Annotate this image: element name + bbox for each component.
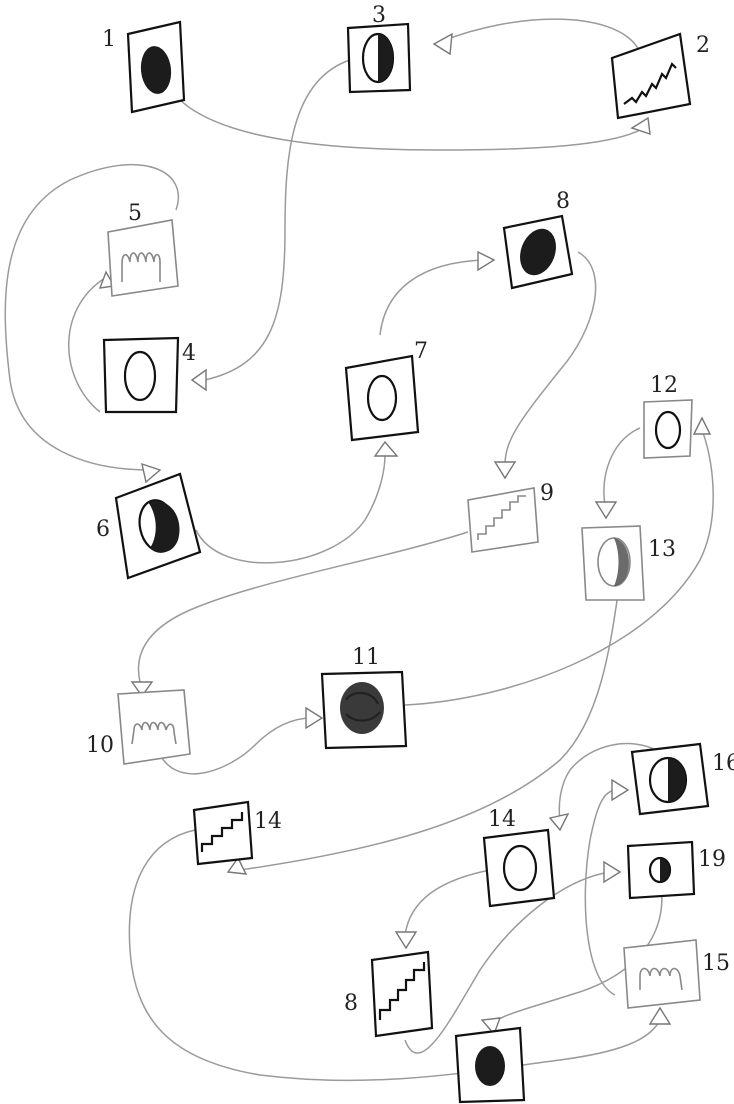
- node-label: 8: [556, 189, 570, 214]
- edge-19-bottom: [489, 879, 663, 1026]
- arrowhead-16: [611, 778, 630, 802]
- node-15: 15: [623, 939, 730, 1009]
- node-bottom: [454, 1026, 526, 1104]
- edge-4-5: [68, 277, 106, 413]
- edge-15-16: [584, 789, 619, 996]
- node-label: 16: [712, 751, 734, 776]
- arrowhead-7: [373, 440, 399, 457]
- arrowhead-11: [305, 706, 324, 730]
- node-label: 11: [352, 645, 380, 670]
- edge-12-13: [603, 427, 641, 506]
- edge-10-11: [159, 717, 313, 775]
- node-10: 10: [86, 689, 191, 765]
- edges: [4, 18, 714, 1082]
- node-label: 15: [702, 951, 730, 976]
- node-8: 8: [502, 189, 574, 290]
- edge-6-7: [195, 454, 386, 564]
- node-label: 14: [254, 809, 282, 834]
- node-5: 5: [107, 201, 179, 297]
- node-label: 14: [488, 807, 516, 832]
- node-label: 2: [696, 33, 710, 58]
- edge-8b-19: [404, 871, 611, 1054]
- arrowhead-10: [130, 681, 154, 698]
- node-label: 8: [344, 991, 358, 1016]
- node-11: 11: [320, 645, 408, 750]
- node-label: 10: [86, 733, 114, 758]
- edge-14b-8b: [404, 869, 491, 936]
- node-13: 13: [581, 525, 676, 601]
- edge-16-14b: [558, 742, 661, 821]
- node-label: 1: [102, 27, 116, 52]
- node-14-staircase: 14: [192, 800, 282, 866]
- arrowhead-2: [630, 116, 651, 136]
- edge-3-4: [204, 59, 351, 381]
- node-label: 19: [698, 847, 726, 872]
- node-6: 6: [96, 472, 202, 580]
- arrowhead-19: [603, 860, 622, 884]
- node-label: 4: [182, 341, 196, 366]
- node-8-staircase: 8: [344, 950, 434, 1038]
- node-label: 9: [540, 481, 554, 506]
- arrowhead-4: [190, 368, 207, 392]
- arrowhead-15: [648, 1006, 672, 1025]
- arrowhead-13: [594, 501, 618, 520]
- node-14-egg: 14: [482, 807, 556, 908]
- node-label: 5: [128, 201, 142, 226]
- node-7: 7: [344, 339, 428, 442]
- edge-2-3: [439, 18, 641, 53]
- node-label: 7: [414, 339, 428, 364]
- edge-13-14: [239, 579, 621, 871]
- node-label: 12: [650, 373, 678, 398]
- edge-9-10: [137, 531, 469, 683]
- edge-11-12: [404, 424, 714, 706]
- node-12: 12: [643, 373, 693, 459]
- node-19: 19: [626, 840, 726, 900]
- arrowhead-8: [477, 250, 496, 272]
- node-1: 1: [102, 20, 186, 114]
- node-2: 2: [610, 32, 710, 120]
- node-4: 4: [102, 336, 196, 414]
- arrowhead-12: [692, 416, 712, 435]
- node-9: 9: [467, 481, 554, 553]
- node-16: 16: [630, 742, 734, 816]
- arrowhead-3: [432, 32, 453, 56]
- arrowhead-8b: [394, 931, 418, 950]
- edge-14-15: [128, 829, 661, 1082]
- node-label: 6: [96, 517, 110, 542]
- node-label: 3: [372, 3, 386, 28]
- node-label: 13: [648, 537, 676, 562]
- node-3: 3: [346, 3, 412, 94]
- arrowhead-14a: [226, 856, 248, 875]
- edge-8-9: [504, 251, 597, 466]
- arrowhead-14b: [548, 812, 570, 832]
- edge-5-6: [4, 163, 179, 471]
- edge-1-2: [177, 97, 641, 151]
- arrowhead-9: [493, 461, 517, 480]
- arrowhead-6: [141, 462, 162, 484]
- edge-7-8: [379, 259, 486, 336]
